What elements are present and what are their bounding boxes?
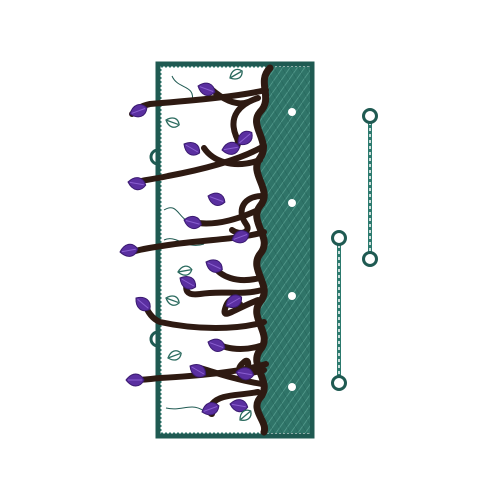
- outline-leaf: [165, 117, 180, 128]
- purple-leaf: [129, 104, 148, 118]
- outline-leaf: [239, 409, 252, 421]
- outline-leaves: [165, 68, 252, 421]
- hatched-column: [258, 67, 310, 433]
- outline-leaf: [165, 295, 180, 306]
- purple-leaves: [119, 82, 255, 416]
- purple-leaf: [221, 141, 241, 155]
- purple-leaf: [125, 373, 145, 387]
- purple-leaf: [119, 243, 139, 257]
- purple-leaf: [207, 192, 226, 206]
- purple-leaf: [237, 130, 253, 146]
- purple-leaf: [135, 296, 151, 312]
- purple-leaf: [189, 363, 207, 378]
- outline-leaf: [167, 350, 182, 361]
- purple-leaf: [197, 82, 216, 96]
- purple-leaf: [127, 177, 147, 191]
- purple-leaf: [205, 259, 223, 273]
- purple-leaf: [179, 275, 197, 290]
- purple-leaf: [183, 215, 202, 230]
- chain-hanger-upper: [362, 108, 378, 267]
- purple-leaf: [183, 141, 201, 156]
- side-loops: [149, 148, 159, 348]
- purple-leaf: [201, 402, 220, 416]
- purple-leaf: [235, 367, 255, 381]
- purple-leaf: [207, 338, 226, 352]
- vine-trunk: [253, 64, 274, 436]
- purple-leaf: [229, 399, 249, 413]
- purple-leaf: [225, 294, 243, 309]
- purple-leaf: [231, 230, 250, 244]
- hatch-holes: [288, 108, 296, 391]
- outline-leaf: [177, 265, 193, 276]
- outline-leaf: [229, 68, 243, 80]
- chain-hanger-lower: [331, 230, 347, 391]
